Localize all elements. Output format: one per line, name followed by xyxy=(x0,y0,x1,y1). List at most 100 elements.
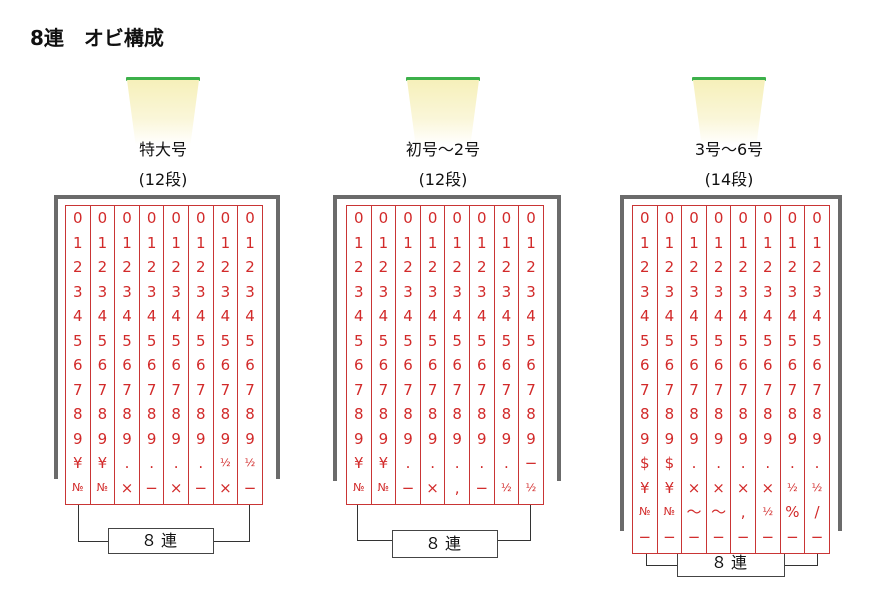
band-character: × xyxy=(219,478,232,497)
band-character: 2 xyxy=(403,258,413,276)
band-character: 9 xyxy=(501,429,512,448)
band-character: 5 xyxy=(378,331,389,350)
band-character: 9 xyxy=(640,429,650,448)
band-character: 0 xyxy=(378,209,389,227)
band-character: 8 xyxy=(427,405,438,423)
band-character: 7 xyxy=(738,380,748,399)
band-character: 7 xyxy=(403,380,413,399)
band-character: 2 xyxy=(122,258,132,276)
badge-8ren: ８連 xyxy=(392,530,498,558)
band-character: 4 xyxy=(501,307,512,325)
band-character: 0 xyxy=(220,209,231,227)
band-character: × xyxy=(120,478,134,497)
band-character: 2 xyxy=(689,258,699,276)
band-character: × xyxy=(761,478,775,497)
lamp-line xyxy=(692,77,766,81)
band-character: 6 xyxy=(171,356,181,374)
band-character: 8 xyxy=(452,405,462,423)
band-character: 1 xyxy=(812,233,822,252)
band-character: 3 xyxy=(122,282,132,301)
band-character: × xyxy=(687,478,701,497)
band-character: 4 xyxy=(354,307,364,325)
holder-frame xyxy=(333,195,561,481)
band-character: − xyxy=(712,527,725,546)
band-character: 8 xyxy=(245,405,255,423)
band-character: 2 xyxy=(713,258,724,276)
band-character: 0 xyxy=(763,209,773,227)
band-character: 7 xyxy=(146,380,157,399)
band-character: 2 xyxy=(477,258,487,276)
band-character: 7 xyxy=(354,380,364,399)
band-character: 2 xyxy=(452,258,462,276)
band-character: 9 xyxy=(812,429,822,448)
size-label: 初号〜2号 xyxy=(405,140,481,159)
band-character: 1 xyxy=(220,233,231,252)
band-character: 1 xyxy=(427,233,438,252)
band-character: 5 xyxy=(787,331,798,350)
band-character: 1 xyxy=(196,233,206,252)
band-character: − xyxy=(194,478,208,497)
band-character: 6 xyxy=(713,356,724,374)
band-character: 2 xyxy=(738,258,748,276)
band-character: 3 xyxy=(427,282,438,301)
band-character: 5 xyxy=(122,331,132,350)
band-character: 2 xyxy=(812,258,822,276)
band-character: 9 xyxy=(146,429,157,448)
band-character: 4 xyxy=(73,307,83,325)
band-character: 3 xyxy=(97,282,108,301)
band-character: 4 xyxy=(812,307,822,325)
band-character: − xyxy=(736,527,750,546)
band-character: 9 xyxy=(97,429,108,448)
band-character: 4 xyxy=(452,307,462,325)
band-character: 9 xyxy=(196,429,206,448)
band-character: 2 xyxy=(787,258,798,276)
band-character: 6 xyxy=(73,356,83,374)
band-character: , xyxy=(454,478,460,497)
band-character: 8 xyxy=(640,405,650,423)
band-character: 6 xyxy=(245,356,255,374)
band-character: 0 xyxy=(245,209,255,227)
band-character: 2 xyxy=(526,258,536,276)
band-character: 9 xyxy=(378,429,389,448)
band-character: 4 xyxy=(220,307,231,325)
band-character: − xyxy=(145,478,158,497)
band-character: 3 xyxy=(787,282,798,301)
band-character: . xyxy=(149,454,154,472)
band-character: 0 xyxy=(354,209,364,227)
band-character: 1 xyxy=(97,233,108,252)
band-character: 7 xyxy=(97,380,108,399)
band-character: 7 xyxy=(640,380,650,399)
band-character: 4 xyxy=(664,307,675,325)
band-character: 3 xyxy=(403,282,413,301)
band-character: 2 xyxy=(146,258,157,276)
band-character: 7 xyxy=(378,380,389,399)
band-character: 4 xyxy=(427,307,438,325)
band-character: − xyxy=(663,527,676,546)
band-character: 1 xyxy=(245,233,255,252)
band-character: 0 xyxy=(738,209,748,227)
band-character: . xyxy=(430,454,435,472)
band-character: 9 xyxy=(689,429,699,448)
band-character: 1 xyxy=(640,233,650,252)
band-character: 4 xyxy=(526,307,536,325)
band-character: 7 xyxy=(713,380,724,399)
band-character: 5 xyxy=(97,331,108,350)
band-character: 4 xyxy=(689,307,699,325)
band-character: 8 xyxy=(146,405,157,423)
size-label: 3号〜6号 xyxy=(694,140,764,159)
band-character: № xyxy=(663,505,676,518)
band-character: 3 xyxy=(171,282,181,301)
band-character: 2 xyxy=(196,258,206,276)
band-character: 7 xyxy=(689,380,699,399)
band-character: 6 xyxy=(689,356,699,374)
band-character: 3 xyxy=(689,282,699,301)
band-character: 6 xyxy=(452,356,462,374)
band-character: 7 xyxy=(452,380,462,399)
band-character: 0 xyxy=(427,209,438,227)
